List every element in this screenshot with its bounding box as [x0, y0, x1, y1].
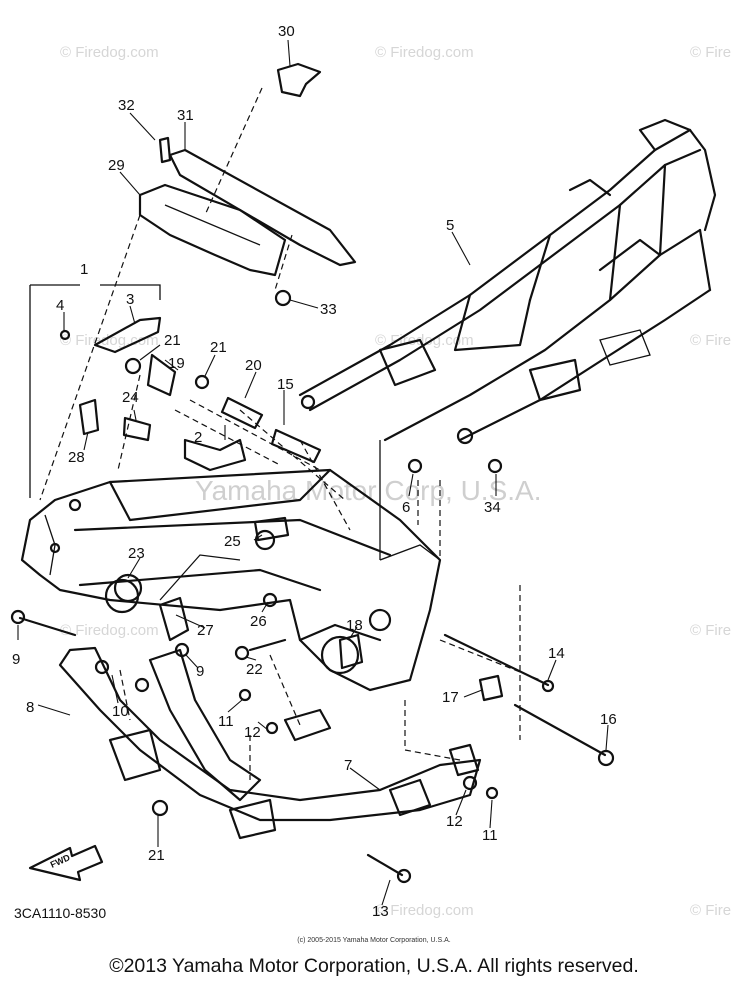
watermark-low-left: © Firedog.com: [60, 622, 159, 639]
callout-21a: 21: [164, 332, 181, 349]
callout-29: 29: [108, 157, 125, 174]
watermark-layer: © Firedog.com © Firedog.com © Fire © Fir…: [60, 44, 731, 919]
watermark-bottom-right: © Fire: [690, 902, 731, 919]
callout-21c: 21: [148, 847, 165, 864]
callout-5: 5: [446, 217, 454, 234]
diagram-code: 3CA1110-8530: [14, 905, 107, 921]
watermark-mid-right: © Fire: [690, 332, 731, 349]
watermark-low-right: © Fire: [690, 622, 731, 639]
callout-12b: 12: [446, 813, 463, 830]
upper-covers: [138, 62, 357, 307]
watermark-mid-left: © Firedog.com: [60, 332, 159, 349]
callout-26: 26: [250, 613, 267, 630]
callout-15: 15: [277, 376, 294, 393]
callout-12a: 12: [244, 724, 261, 741]
callout-21b: 21: [210, 339, 227, 356]
callout-34: 34: [484, 499, 501, 516]
callout-20: 20: [245, 357, 262, 374]
callout-14: 14: [548, 645, 565, 662]
watermark-top-left: © Firedog.com: [60, 44, 159, 61]
callout-28: 28: [68, 449, 85, 466]
callout-19: 19: [168, 355, 185, 372]
callout-1: 1: [80, 261, 88, 278]
callout-33: 33: [320, 301, 337, 318]
callout-25: 25: [224, 533, 241, 550]
copyright-notice: ©2013 Yamaha Motor Corporation, U.S.A. A…: [109, 955, 639, 977]
hardware: [10, 316, 615, 884]
callout-27: 27: [197, 622, 214, 639]
callout-32: 32: [118, 97, 135, 114]
callout-16: 16: [600, 711, 617, 728]
callout-17: 17: [442, 689, 459, 706]
callout-4: 4: [56, 297, 64, 314]
callout-11b: 11: [482, 827, 498, 844]
engine-cradle: [58, 646, 482, 840]
callout-7: 7: [344, 757, 352, 774]
callout-6: 6: [402, 499, 410, 516]
main-frame: [20, 468, 442, 692]
watermark-top-center: © Firedog.com: [375, 44, 474, 61]
callout-layer: 30 32 31 29 5 1 33 4 3 21 21 19 20 15 24…: [12, 23, 617, 920]
callout-24: 24: [122, 389, 139, 406]
rear-subframe: [298, 118, 717, 445]
callout-31: 31: [177, 107, 194, 124]
callout-9a: 9: [12, 651, 20, 668]
callout-23: 23: [128, 545, 145, 562]
callout-30: 30: [278, 23, 295, 40]
callout-8: 8: [26, 699, 34, 716]
callout-18: 18: [346, 617, 363, 634]
callout-3: 3: [126, 291, 134, 308]
forward-arrow: FWD: [28, 844, 104, 882]
callout-11a: 11: [218, 713, 234, 730]
watermark-center: Yamaha Motor Corp, U.S.A.: [195, 475, 542, 506]
leader-lines: [17, 39, 609, 906]
callout-10: 10: [112, 703, 129, 720]
fwd-label: FWD: [49, 852, 72, 870]
assembly-lines: [29, 87, 541, 780]
copyright-small: (c) 2005-2015 Yamaha Motor Corporation, …: [297, 937, 451, 944]
callout-9b: 9: [196, 663, 204, 680]
callout-13: 13: [372, 903, 389, 920]
watermark-bottom-center: © Firedog.com: [375, 902, 474, 919]
watermark-top-right: © Fire: [690, 44, 731, 61]
callout-22: 22: [246, 661, 263, 678]
callout-2: 2: [194, 429, 202, 446]
